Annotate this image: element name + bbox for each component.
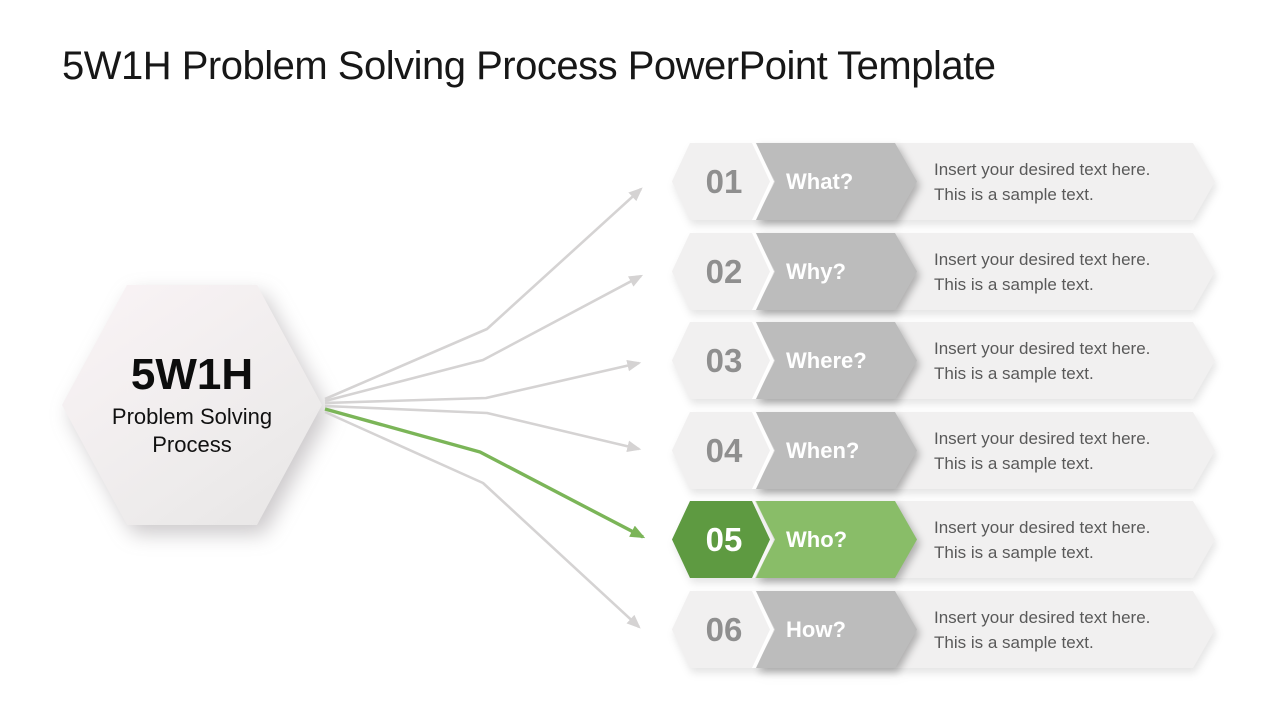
arrow-to-row-3	[324, 359, 642, 405]
step-number: 06	[705, 610, 743, 648]
step-number: 05	[705, 520, 743, 558]
process-row-2: 02 Why? Insert your desired text here. T…	[672, 233, 1215, 310]
arrow-to-row-4	[324, 404, 642, 452]
process-row-1: 01 What? Insert your desired text here. …	[672, 143, 1215, 220]
question-label: Why?	[786, 258, 846, 284]
process-row-3: 03 Where? Insert your desired text here.…	[672, 322, 1215, 399]
process-row-4: 04 When? Insert your desired text here. …	[672, 412, 1215, 489]
step-number: 04	[705, 431, 743, 469]
description-text: Insert your desired text here. This is a…	[934, 338, 1151, 383]
arrow-to-row-1	[324, 187, 643, 401]
hexagon-shape: 5W1H Problem Solving Process	[62, 285, 322, 525]
process-row-6: 06 How? Insert your desired text here. T…	[672, 591, 1215, 668]
arrow-to-row-5	[324, 407, 646, 539]
description-text: Insert your desired text here. This is a…	[934, 249, 1151, 294]
question-label: Who?	[786, 526, 848, 552]
description-text: Insert your desired text here. This is a…	[934, 159, 1151, 204]
process-row-5-highlighted: 05 Who? Insert your desired text here. T…	[672, 501, 1215, 578]
slide-title: 5W1H Problem Solving Process PowerPoint …	[62, 44, 996, 88]
question-label: When?	[786, 437, 860, 463]
step-number: 01	[705, 162, 743, 200]
step-number: 03	[705, 341, 743, 379]
description-text: Insert your desired text here. This is a…	[934, 517, 1151, 562]
question-label: Where?	[786, 347, 867, 373]
arrow-to-row-6	[324, 410, 641, 629]
arrow-to-row-2	[324, 274, 644, 403]
question-label: What?	[786, 168, 854, 194]
process-hexagon: 5W1H Problem Solving Process	[62, 285, 322, 525]
hexagon-heading: 5W1H	[130, 350, 254, 399]
step-number: 02	[705, 252, 743, 290]
description-text: Insert your desired text here. This is a…	[934, 607, 1151, 652]
question-label: How?	[786, 616, 846, 642]
connector-arrows	[324, 187, 646, 629]
description-text: Insert your desired text here. This is a…	[934, 428, 1151, 473]
hexagon-subheading: Problem Solving Process	[111, 404, 273, 457]
